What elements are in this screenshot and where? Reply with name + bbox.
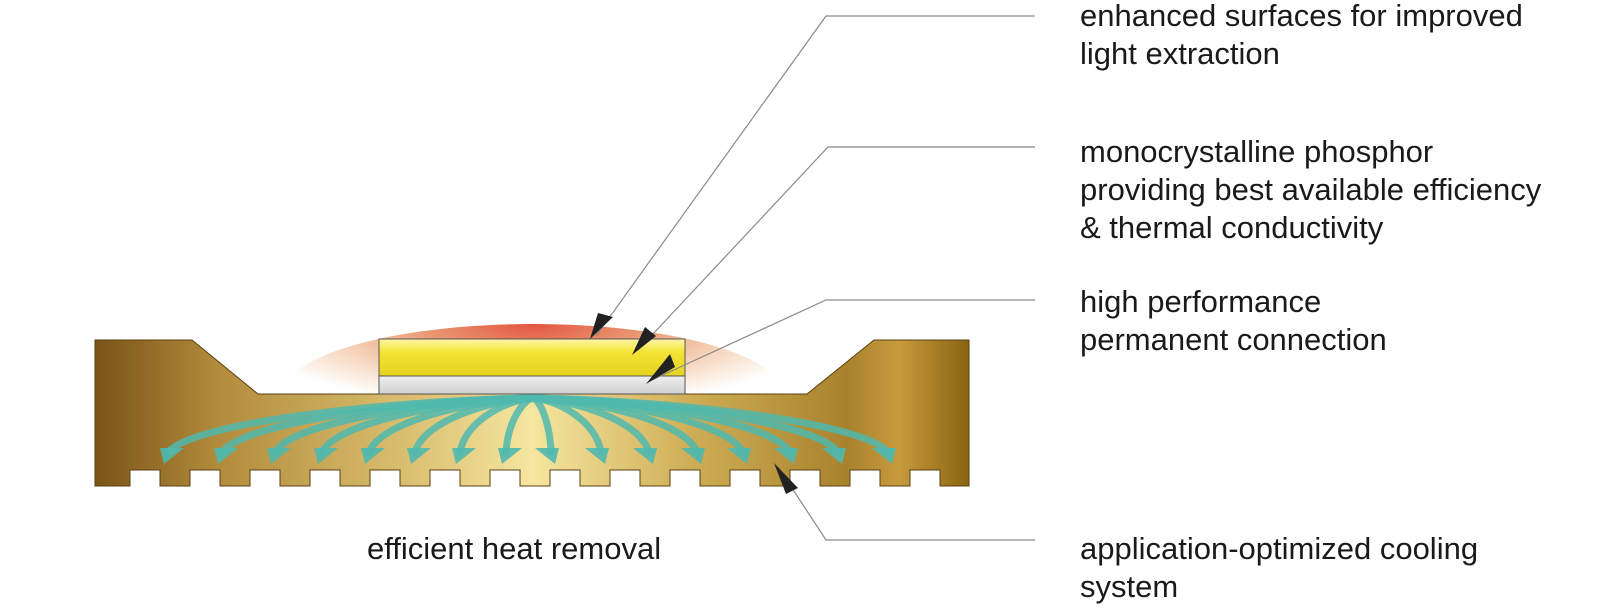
leader-line-connection xyxy=(651,299,1035,381)
leader-line-phosphor xyxy=(637,146,1035,351)
heat-flow-arrowhead xyxy=(214,448,238,464)
heat-flow-arrowhead xyxy=(314,448,338,464)
heat-flow-arrowhead xyxy=(872,448,896,464)
heat-flow-arrowhead xyxy=(585,448,609,464)
heat-flow-arrows xyxy=(160,394,896,464)
heat-flow-arrowhead xyxy=(361,448,385,464)
arrowhead-connection xyxy=(646,354,675,384)
caption-heat-removal: efficient heat removal xyxy=(367,531,662,566)
heat-flow-arrowhead xyxy=(498,448,522,464)
heat-flow-arrowhead xyxy=(407,448,431,464)
heat-flow-arrowhead xyxy=(452,448,476,464)
leader-line-surfaces xyxy=(595,15,1035,337)
heat-flow-arrow xyxy=(529,394,892,456)
heat-flow-arrowhead xyxy=(633,448,657,464)
heat-flow-arrowhead xyxy=(822,448,846,464)
heat-flow-arrowhead xyxy=(727,448,751,464)
phosphor-layer xyxy=(378,338,686,377)
heat-flow-arrowhead xyxy=(160,448,184,464)
arrowhead-surfaces xyxy=(590,313,613,339)
connection-layer xyxy=(378,375,686,395)
callout-phosphor: monocrystalline phosphor providing best … xyxy=(1080,134,1542,245)
heat-flow-arrowhead xyxy=(681,448,705,464)
heat-flow-arrowhead xyxy=(774,448,798,464)
arrowhead-phosphor xyxy=(632,327,656,355)
leader-line-cooling xyxy=(787,481,1035,541)
heat-flow-arrowhead xyxy=(267,448,291,464)
heat-flow-arrowhead xyxy=(535,448,559,464)
arrowhead-cooling xyxy=(774,463,798,494)
callout-surfaces: enhanced surfaces for improved light ext… xyxy=(1080,0,1523,71)
callout-cooling: application-optimized cooling system xyxy=(1080,531,1479,604)
callout-connection: high performance permanent connection xyxy=(1080,284,1387,357)
